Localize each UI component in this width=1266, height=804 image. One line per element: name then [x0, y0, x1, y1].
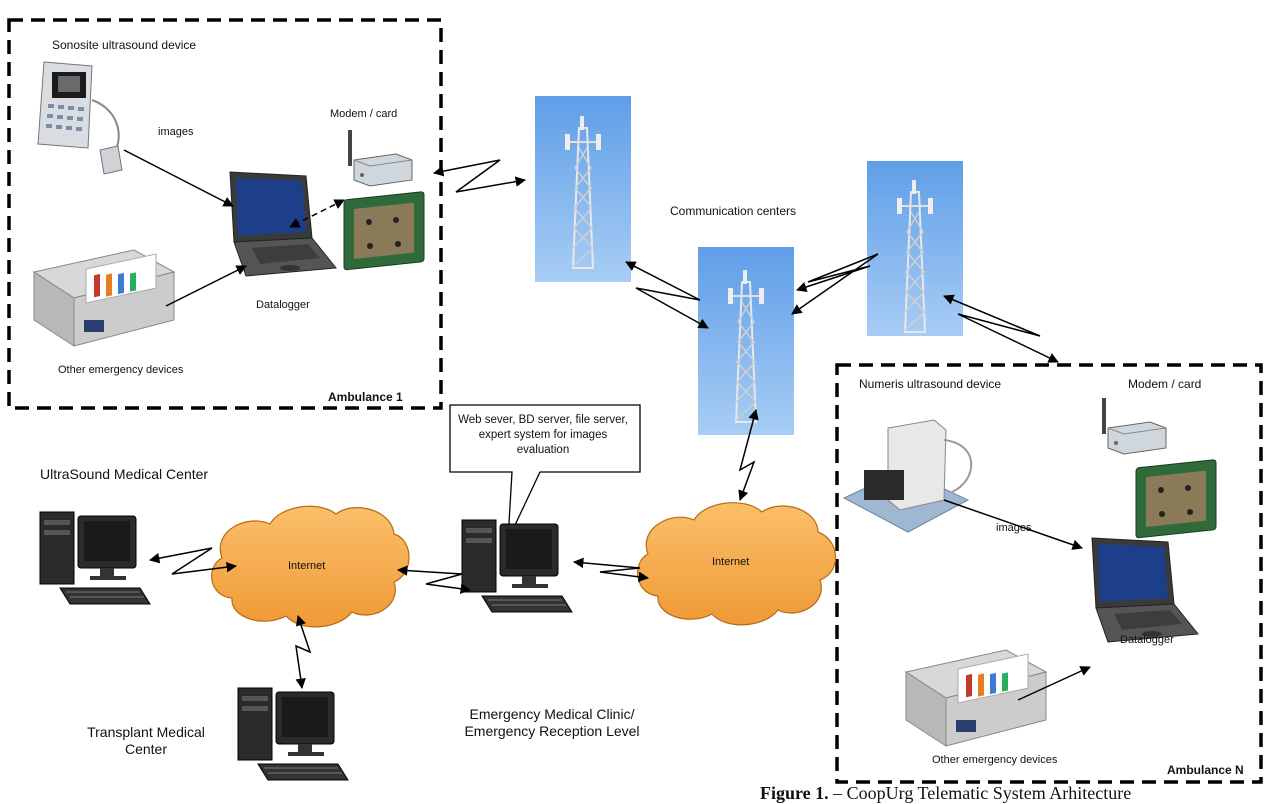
- communication-tower-1: [535, 96, 631, 282]
- communication-tower-3: [867, 161, 963, 336]
- transplant-medical-center-computer: [237, 687, 349, 781]
- arrow-images-ambulance-1: [123, 149, 234, 207]
- ultrasound-medical-center-label: UltraSound Medical Center: [40, 466, 209, 482]
- modem-ambulance-n: [1101, 397, 1167, 455]
- ultrasound-medical-center-computer: [39, 511, 151, 605]
- datalogger-laptop-ambulance-1: [229, 171, 337, 277]
- images-label-ambulance-1: images: [158, 126, 194, 138]
- link-ultrasound-center-internet: [148, 547, 238, 575]
- arrow-images-ambulance-n: [943, 499, 1083, 550]
- wireless-link-tower-1-tower-2: [625, 261, 709, 329]
- ambulance-n-label: Ambulance N: [1167, 763, 1244, 777]
- wireless-link-modem-tower-1: [432, 159, 527, 193]
- emergency-clinic-label: Emergency Medical Clinic/ Emergency Rece…: [464, 706, 640, 739]
- server-callout-text: Web sever, BD server, file server, exper…: [458, 414, 628, 456]
- ambulance-1-label: Ambulance 1: [328, 390, 403, 404]
- communication-centers-label: Communication centers: [670, 204, 797, 218]
- datalogger-label-ambulance-1: Datalogger: [256, 299, 310, 311]
- internet-cloud-left: [211, 505, 410, 628]
- emergency-clinic-computer: [461, 519, 573, 613]
- server-callout-bubble: [449, 404, 641, 541]
- link-emergency-clinic-internet: [572, 557, 650, 583]
- modem-card-ambulance-n: [1135, 459, 1217, 539]
- link-internet-emergency-clinic: [396, 565, 472, 594]
- figure-caption: Figure 1. – CoopUrg Telematic System Arh…: [760, 783, 1132, 803]
- ambulance-1-box: [7, 18, 443, 410]
- wireless-link-tower-3-ambulance-n: [943, 294, 1059, 363]
- modem-card-ambulance-1: [343, 191, 425, 271]
- modem-card-label-ambulance-1: Modem / card: [330, 108, 398, 120]
- datalogger-label-ambulance-n: Datalogger: [1120, 634, 1174, 646]
- datalogger-laptop-ambulance-n: [1091, 537, 1199, 643]
- arrow-devices-ambulance-1: [165, 265, 247, 307]
- wireless-link-tower-2-internet: [738, 408, 759, 501]
- emergency-kit-ambulance-1: [33, 249, 175, 347]
- arrow-card-datalogger: [289, 199, 345, 228]
- wireless-link-tower-2-tower-3: [791, 253, 879, 315]
- internet-right-label: Internet: [712, 556, 750, 568]
- internet-left-label: Internet: [288, 560, 326, 572]
- sonosite-ultrasound-device: [37, 61, 123, 175]
- numeris-ultrasound-label: Numeris ultrasound device: [859, 377, 1002, 391]
- emergency-kit-ambulance-n: [905, 649, 1047, 747]
- other-devices-label-ambulance-n: Other emergency devices: [932, 754, 1058, 766]
- other-devices-label-ambulance-1: Other emergency devices: [58, 364, 184, 376]
- sonosite-ultrasound-label: Sonosite ultrasound device: [52, 38, 197, 52]
- modem-ambulance-1: [347, 129, 413, 187]
- numeris-ultrasound-device: [842, 419, 973, 533]
- ambulance-n-box: [835, 363, 1263, 784]
- transplant-medical-center-label: Transplant Medical Center: [87, 724, 205, 757]
- arrow-devices-ambulance-n: [1017, 666, 1091, 701]
- communication-tower-2: [698, 247, 794, 435]
- link-internet-transplant-center: [295, 615, 312, 690]
- modem-card-label-ambulance-n: Modem / card: [1128, 377, 1202, 391]
- figure-caption-number: Figure 1.: [760, 783, 829, 803]
- figure-caption-text: CoopUrg Telematic System Arhitecture: [846, 783, 1132, 803]
- images-label-ambulance-n: images: [996, 522, 1032, 534]
- internet-cloud-right: [637, 502, 837, 626]
